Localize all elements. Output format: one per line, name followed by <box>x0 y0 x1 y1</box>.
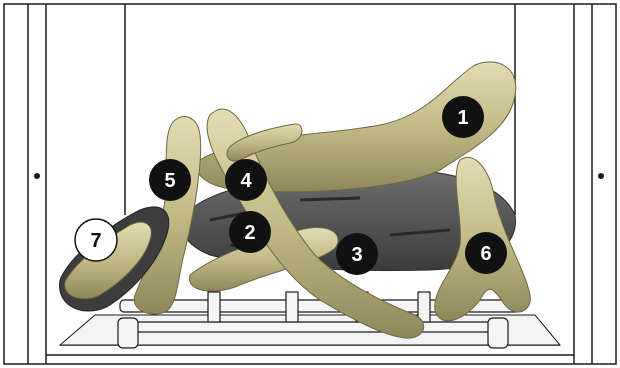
callout-marker-4: 4 <box>225 159 267 201</box>
callout-number: 1 <box>457 107 468 129</box>
callout-number: 7 <box>90 230 101 252</box>
callout-marker-7: 7 <box>75 219 117 261</box>
callout-number: 6 <box>480 243 491 265</box>
callout-number: 3 <box>351 244 362 266</box>
callout-marker-2: 2 <box>229 211 271 253</box>
callout-marker-3: 3 <box>336 233 378 275</box>
callout-number: 4 <box>240 170 252 192</box>
callout-marker-5: 5 <box>149 159 191 201</box>
callout-number: 5 <box>164 170 175 192</box>
callout-marker-1: 1 <box>442 96 484 138</box>
callout-number: 2 <box>244 222 255 244</box>
callout-marker-6: 6 <box>465 232 507 274</box>
